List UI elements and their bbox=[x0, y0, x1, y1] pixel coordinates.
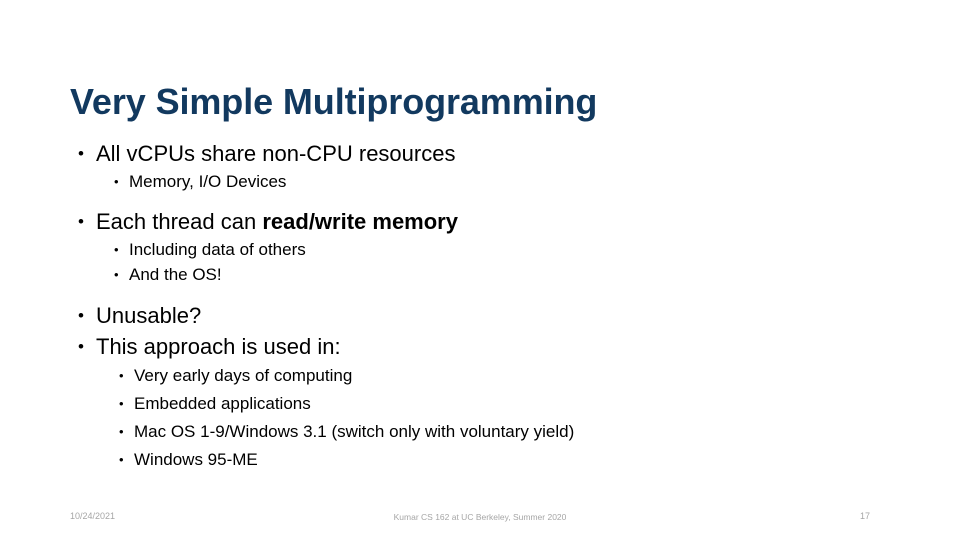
list-item-text-emphasis: read/write memory bbox=[262, 209, 458, 234]
list-item: • Unusable? bbox=[78, 300, 920, 331]
list-item: • Mac OS 1-9/Windows 3.1 (switch only wi… bbox=[119, 418, 920, 446]
bullet-group-3: • Unusable? • This approach is used in: … bbox=[70, 300, 920, 474]
bullet-icon: • bbox=[78, 337, 84, 356]
bullet-group-2: • Each thread can read/write memory • In… bbox=[70, 206, 920, 287]
list-item-label: Unusable? bbox=[96, 303, 202, 328]
list-item: • Including data of others bbox=[114, 237, 920, 262]
list-item: • All vCPUs share non-CPU resources bbox=[78, 138, 920, 169]
bullet-icon: • bbox=[114, 267, 119, 282]
footer-attribution: Kumar CS 162 at UC Berkeley, Summer 2020 bbox=[393, 512, 567, 522]
page-title: Very Simple Multiprogramming bbox=[70, 81, 598, 123]
list-item-label: All vCPUs share non-CPU resources bbox=[96, 141, 456, 166]
bullet-icon: • bbox=[119, 396, 124, 411]
bullet-list-level1-g2: • Each thread can read/write memory bbox=[70, 206, 920, 237]
bullet-list-level2-g2: • Including data of others • And the OS! bbox=[70, 237, 920, 287]
footer-page-number: 17 bbox=[860, 511, 871, 521]
list-item: • Windows 95-ME bbox=[119, 446, 920, 474]
bullet-group-1: • All vCPUs share non-CPU resources • Me… bbox=[70, 138, 920, 194]
list-item: • Very early days of computing bbox=[119, 362, 920, 390]
list-item-label: Windows 95-ME bbox=[134, 450, 258, 469]
bullet-icon: • bbox=[119, 452, 124, 467]
bullet-icon: • bbox=[114, 242, 119, 257]
list-item-label: Mac OS 1-9/Windows 3.1 (switch only with… bbox=[134, 422, 575, 441]
list-item: • Each thread can read/write memory bbox=[78, 206, 920, 237]
list-item-label: Including data of others bbox=[129, 240, 306, 259]
bullet-icon: • bbox=[78, 144, 84, 163]
list-item-label: Each thread can read/write memory bbox=[96, 206, 920, 237]
bullet-list-level1-g1: • All vCPUs share non-CPU resources bbox=[70, 138, 920, 169]
bullet-icon: • bbox=[119, 368, 124, 383]
bullet-icon: • bbox=[119, 424, 124, 439]
list-item-text-plain: Each thread can bbox=[96, 209, 263, 234]
list-item-label: Very early days of computing bbox=[134, 366, 353, 385]
list-item-label: Embedded applications bbox=[134, 394, 311, 413]
list-item: • This approach is used in: bbox=[78, 331, 920, 362]
list-item: • Embedded applications bbox=[119, 390, 920, 418]
list-item: • And the OS! bbox=[114, 262, 920, 287]
bullet-icon: • bbox=[78, 212, 84, 231]
bullet-icon: • bbox=[114, 174, 119, 189]
list-item-label: Memory, I/O Devices bbox=[129, 172, 287, 191]
bullet-icon: • bbox=[78, 306, 84, 325]
bullet-list-level1-g3: • Unusable? • This approach is used in: bbox=[70, 300, 920, 362]
list-item: • Memory, I/O Devices bbox=[114, 169, 920, 194]
footer-date: 10/24/2021 bbox=[70, 511, 116, 521]
list-item-label: This approach is used in: bbox=[96, 334, 341, 359]
list-item-label: And the OS! bbox=[129, 265, 222, 284]
bullet-list-level2-g1: • Memory, I/O Devices bbox=[70, 169, 920, 194]
bullet-list-level2-g3: • Very early days of computing • Embedde… bbox=[70, 362, 920, 474]
slide-body: • All vCPUs share non-CPU resources • Me… bbox=[70, 138, 920, 474]
